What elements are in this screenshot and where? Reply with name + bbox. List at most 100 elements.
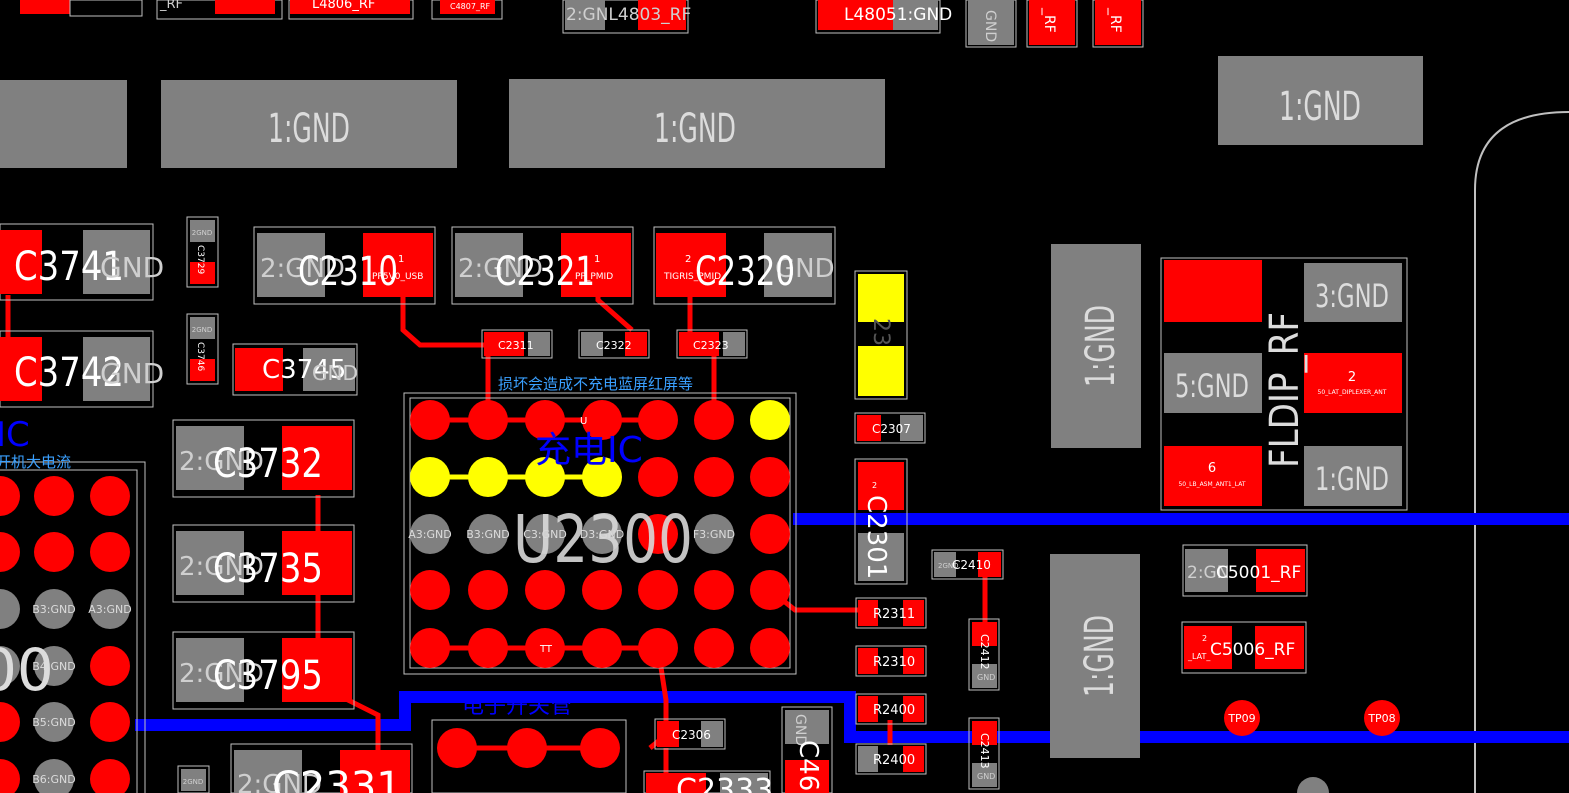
- c3742-gnd: GND: [100, 357, 164, 390]
- c2320-component: GND C2320 2 TIGRIS_PMID: [653, 226, 836, 305]
- fldip-pin2: 2: [1348, 370, 1356, 385]
- c2410-label: C2410: [952, 558, 991, 572]
- c2301-label: C2301: [861, 495, 891, 579]
- gnd-block-5-label: 1:GND: [1077, 615, 1123, 697]
- c3735-label: C3735: [213, 546, 323, 592]
- top-row-components: _RF L4806_RF C4807_RF 2:GNL4803_RF L4805…: [20, 0, 1144, 48]
- c3741-component: C3741 GND: [0, 223, 164, 301]
- c2321-component: 2:GND C2321 1 PP_PMID: [451, 226, 634, 305]
- c3735-component: 2:GND C3735: [172, 524, 355, 603]
- warning-annotation: 损坏会造成不充电蓝屏红屏等: [498, 375, 693, 393]
- c2322-component: C2322: [578, 329, 650, 359]
- small-gnd-bottom-left: 2GND: [177, 765, 210, 793]
- c2321-gnd: 2:GND: [458, 254, 543, 284]
- yellow-part-label: 23: [868, 318, 893, 346]
- gnd-block-left-cut: [0, 80, 127, 168]
- top-rf-b: _RF: [1107, 7, 1123, 33]
- c3745-label: C3745: [262, 355, 346, 385]
- top-cut-label-b: L4806_RF: [312, 0, 375, 12]
- fldip-pin6-net: 50_LB_ASM_ANT1_LAT: [1178, 481, 1245, 488]
- c5001-component: 2:GN C5001_RF: [1182, 544, 1308, 597]
- r2311-component: R2311: [855, 597, 927, 629]
- yellow-part-23: 23: [854, 270, 908, 400]
- fldip-gnd3: 3:GND: [1315, 277, 1389, 315]
- c2311-label: C2311: [498, 339, 534, 352]
- small-gnd-bottom-label: 2GND: [183, 778, 204, 786]
- c2410-gnd: 2GND: [938, 562, 959, 570]
- fldip-title: FLDIP_RF: [1262, 312, 1308, 468]
- c2331-component: 2:GND C2331: [230, 743, 413, 793]
- c3732-label: C3732: [213, 441, 323, 487]
- c5001-label: C5001_RF: [1216, 563, 1301, 583]
- c2333-component: C2333: [643, 770, 773, 793]
- c2412-label: C2412: [978, 634, 991, 670]
- gnd-block-4-label: 1:GND: [1078, 305, 1124, 387]
- c3741-label: C3741: [14, 244, 124, 290]
- r2401-component: R2400: [855, 743, 927, 775]
- c2321-net: PP_PMID: [575, 272, 613, 282]
- gnd-block-1-label: 1:GND: [268, 106, 350, 152]
- top-cut-label-a: _RF: [159, 0, 183, 12]
- c4650-component: GND C465: [781, 706, 833, 793]
- left-bga-big-label: 00: [0, 636, 54, 704]
- c3732-gnd: 2:GND: [179, 447, 264, 477]
- gnd-block-4: 1:GND: [1051, 244, 1141, 448]
- c3732-component: 2:GND C3732: [172, 419, 355, 498]
- u2300-b3: B3:GND: [466, 528, 509, 541]
- left-bga-component: B3:GND A3:GND B4:GND B5:GND B6:GND 00: [0, 461, 146, 793]
- c4807-label: C4807_RF: [450, 2, 491, 11]
- c2321-pin: 1: [594, 254, 600, 265]
- tp09-label: TP09: [1227, 712, 1255, 725]
- c2413-gnd: GND: [977, 772, 995, 781]
- gnd-block-3: 1:GND: [1218, 56, 1423, 145]
- c3729-label: C3729: [195, 245, 205, 274]
- c2331-label: C2331: [272, 764, 402, 793]
- switch-tube-annotation: 电子开关管: [462, 694, 572, 719]
- c5001-gnd: 2:GN: [1187, 563, 1229, 583]
- c2412-gnd: GND: [977, 673, 995, 682]
- c2301-pin: 2: [872, 481, 877, 490]
- c2321-label: C2321: [495, 249, 595, 295]
- c3735-gnd: 2:GND: [179, 552, 264, 582]
- u2300-f3: F3:GND: [693, 528, 735, 541]
- c2310-pin: 1: [398, 254, 404, 265]
- top-gnd-vertical: GND: [982, 10, 998, 42]
- left-bga-b6: B6:GND: [32, 773, 75, 786]
- fldip-gnd5: 5:GND: [1175, 367, 1249, 405]
- c2410-component: 2GND C2410: [931, 549, 1004, 580]
- c3795-component: 2:GND C3795: [172, 631, 355, 710]
- switch-tube-component: [431, 719, 627, 793]
- test-point-tp08: TP08: [1364, 700, 1400, 736]
- c5006-net: _LAT_: [1187, 652, 1211, 661]
- c3729-gnd: 2GND: [192, 229, 213, 237]
- gnd-block-2: 1:GND: [509, 79, 885, 168]
- l4805-label: L48051:GND: [844, 5, 952, 25]
- c2323-label: C2323: [693, 339, 729, 352]
- r2310-component: R2310: [855, 645, 927, 677]
- l4803-label: 2:GNL4803_RF: [566, 5, 691, 25]
- fldip-pin2-net: 50_LAT_DIPLEXER_ANT: [1318, 389, 1387, 396]
- red-trace-c2310: [400, 295, 485, 348]
- u2300-component: A3:GND B3:GND C3:GND D3:GND F3:GND U TT …: [403, 392, 797, 675]
- r2311-label: R2311: [873, 607, 915, 622]
- r2400-component: R2400: [855, 693, 927, 725]
- c2413-label: C2413: [978, 733, 991, 769]
- c2333-label: C2333: [676, 773, 773, 793]
- left-bga-b5: B5:GND: [32, 716, 75, 729]
- c3795-label: C3795: [213, 653, 323, 699]
- c2310-label: C2310: [298, 249, 398, 295]
- gnd-block-5: 1:GND: [1050, 554, 1140, 758]
- c2310-net: PP5V0_USB: [372, 272, 423, 282]
- gnd-block-3-label: 1:GND: [1279, 84, 1361, 130]
- board-edge-outline: [1474, 111, 1569, 793]
- c3742-label: C3742: [14, 350, 124, 396]
- c5006-pin: 2: [1202, 634, 1207, 643]
- u2300-refdes: U2300: [513, 501, 693, 578]
- tp08-label: TP08: [1367, 712, 1395, 725]
- gnd-block-1: 1:GND: [161, 80, 457, 168]
- u2300-c3: C3:GND: [523, 528, 567, 541]
- test-point-tp09: TP09: [1224, 700, 1260, 736]
- c2412-component: C2412 GND: [968, 618, 1000, 691]
- gnd-block-2-label: 1:GND: [654, 106, 736, 152]
- r2400-label: R2400: [873, 703, 915, 718]
